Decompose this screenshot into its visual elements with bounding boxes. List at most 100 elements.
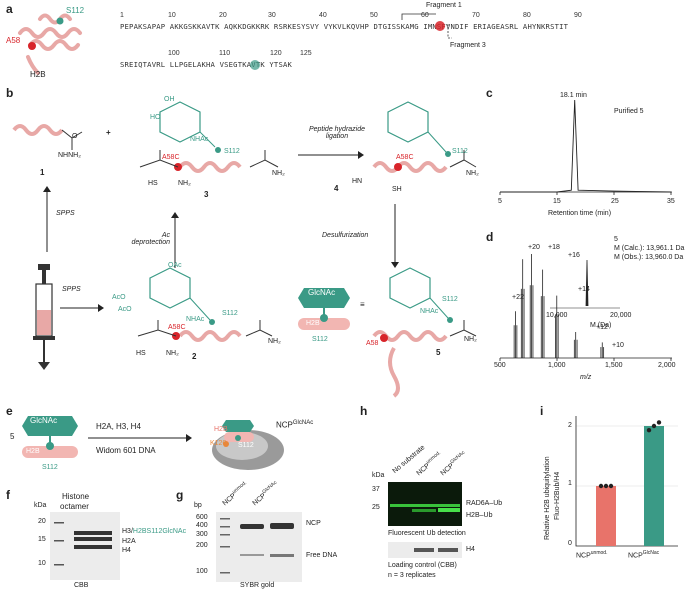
h-fluor-blot: [388, 482, 462, 526]
f-band-2: H2A: [122, 538, 136, 545]
h-lane-2-sup: GlcNAc: [449, 449, 467, 466]
panel-label-e: e: [6, 404, 13, 418]
ms-charge: +22: [512, 294, 524, 301]
h-replicates: n = 3 replicates: [388, 572, 436, 579]
e-ncp-text: NCP: [276, 420, 293, 430]
f-stain: CBB: [74, 582, 89, 589]
syringe-icon: [33, 264, 55, 370]
ms-calc: M (Calc.): 13,961.1 Da: [614, 245, 685, 252]
ms-obs: M (Obs.): 13,960.0 Da: [614, 254, 684, 261]
seq-tick: 1: [120, 12, 124, 19]
spps-label-1: SPPS: [56, 210, 75, 217]
ms-compound: 5: [614, 236, 618, 243]
i-replicate-point: [598, 483, 604, 489]
h-lane-1-sup: unmod.: [425, 449, 442, 466]
equivalence-sign: ≡: [360, 300, 365, 309]
ac-deprotection-label: Ac deprotection: [131, 232, 170, 246]
s112-highlight: [250, 60, 260, 70]
i-xlabel-1: NCPunmod.: [576, 550, 607, 559]
g-tick: 300: [196, 531, 208, 538]
compound-2-hs: HS: [136, 350, 146, 357]
i-bar: [644, 426, 664, 546]
f-tick: 15: [38, 536, 46, 543]
compound-3-hs: HS: [148, 180, 158, 187]
panel-label-a: a: [6, 2, 13, 16]
compound-3-ho: HO: [150, 114, 161, 121]
g-lane-1: NCPunmod.: [220, 480, 250, 507]
i-bar-chart: [575, 416, 678, 547]
g-free-label: Free DNA: [306, 552, 338, 559]
ligation-arrow: [298, 151, 364, 159]
panel-label-g: g: [176, 488, 184, 502]
fragment-bracket: [401, 13, 452, 39]
h-tick: 37: [372, 486, 380, 493]
h-loading-label: Loading control (CBB): [388, 562, 457, 569]
h-kda: kDa: [372, 472, 385, 479]
ms-peaks: [513, 254, 605, 358]
h-h4-label: H4: [466, 546, 475, 553]
g-tick: 200: [196, 542, 208, 549]
ligation-label: Peptide hydrazide ligation: [308, 126, 366, 140]
ms-tick: 1,000: [548, 362, 566, 369]
seq-tick: 90: [574, 12, 582, 19]
i-x2-sup: GlcNac: [642, 550, 660, 556]
fragment-1-label: Fragment 1: [426, 2, 462, 9]
compound-5-s112: S112: [442, 296, 458, 303]
f-tick: 20: [38, 518, 46, 525]
i-ytick: 1: [568, 480, 572, 487]
h-rad-label: RAD6A–Ub: [466, 500, 503, 507]
ms-tick: 500: [494, 362, 506, 369]
compound-4-a58c: A58C: [396, 154, 414, 161]
i-ylabel-1: Relative H2B ubiquitylation: [544, 456, 551, 540]
spps-arrow-up: [43, 186, 51, 252]
f-band-1: H3/H2BS112GlcNAc: [122, 528, 186, 535]
compound-2-structure: [137, 267, 273, 342]
e-arrow: [88, 434, 192, 442]
i-x1-text: NCP: [576, 552, 591, 560]
sequence-line-1: PEPAKSAPAP AKKGSKKAVTK AQKKDGKKRK RSRKES…: [120, 22, 569, 31]
e-ncp-sup: GlcNAc: [292, 420, 314, 426]
panel-label-c: c: [486, 86, 493, 100]
compound-5-nhac: NHAc: [420, 308, 439, 315]
compound-1-helix: [12, 124, 83, 150]
compound-5-number: 5: [436, 348, 441, 357]
seq-tick: 60: [421, 12, 429, 19]
h-loading-bands: [414, 548, 458, 552]
ms-charge: +12: [596, 324, 608, 331]
compound-2-oac: OAc: [168, 262, 182, 269]
ms-charge: +10: [612, 342, 624, 349]
ms-chart: [499, 254, 672, 361]
f-gel-bands: [54, 522, 112, 566]
hplc-chart: [499, 99, 672, 195]
seq-tick: 125: [300, 50, 312, 57]
g-tick: 600: [196, 514, 208, 521]
compound-4-nh2: NH₂: [466, 170, 479, 177]
h2b-label: H2B: [30, 70, 46, 79]
compound-3-nhac: NHAc: [190, 136, 209, 143]
hplc-tick: 15: [553, 198, 561, 205]
i-ytick: 2: [568, 422, 572, 429]
h-lane-2: NCPGlcNAc: [438, 450, 468, 478]
i-ylabel-2: Fluo-H2Bub/H4: [554, 471, 561, 520]
compound-4-sh: SH: [392, 186, 402, 193]
i-replicate-point: [608, 483, 614, 489]
compound-5-a58: A58: [366, 340, 379, 347]
panel-label-d: d: [486, 230, 494, 244]
e-step1: H2A, H3, H4: [96, 422, 141, 431]
seq-tick: 30: [268, 12, 276, 19]
compound-5-nh2: NH₂: [464, 336, 477, 343]
seq-tick: 100: [168, 50, 180, 57]
h-fluor-label: Fluorescent Ub detection: [388, 530, 466, 537]
ms-charge: +18: [548, 244, 560, 251]
i-replicate-point: [651, 423, 657, 429]
g-lane-2-sup: GlcNAc: [261, 479, 279, 496]
g-bp: bp: [194, 502, 202, 509]
ac-deprotection-arrow: [171, 212, 179, 268]
cartoon-h2b-label: H2B: [306, 320, 320, 327]
compound-3-structure: [139, 101, 279, 173]
compound-1-number: 1: [40, 168, 45, 177]
compound-3-nh2: NH₂: [272, 170, 285, 177]
i-replicate-point: [656, 420, 662, 425]
f-title-2: octamer: [60, 502, 89, 511]
compound-3-number: 3: [204, 190, 209, 199]
